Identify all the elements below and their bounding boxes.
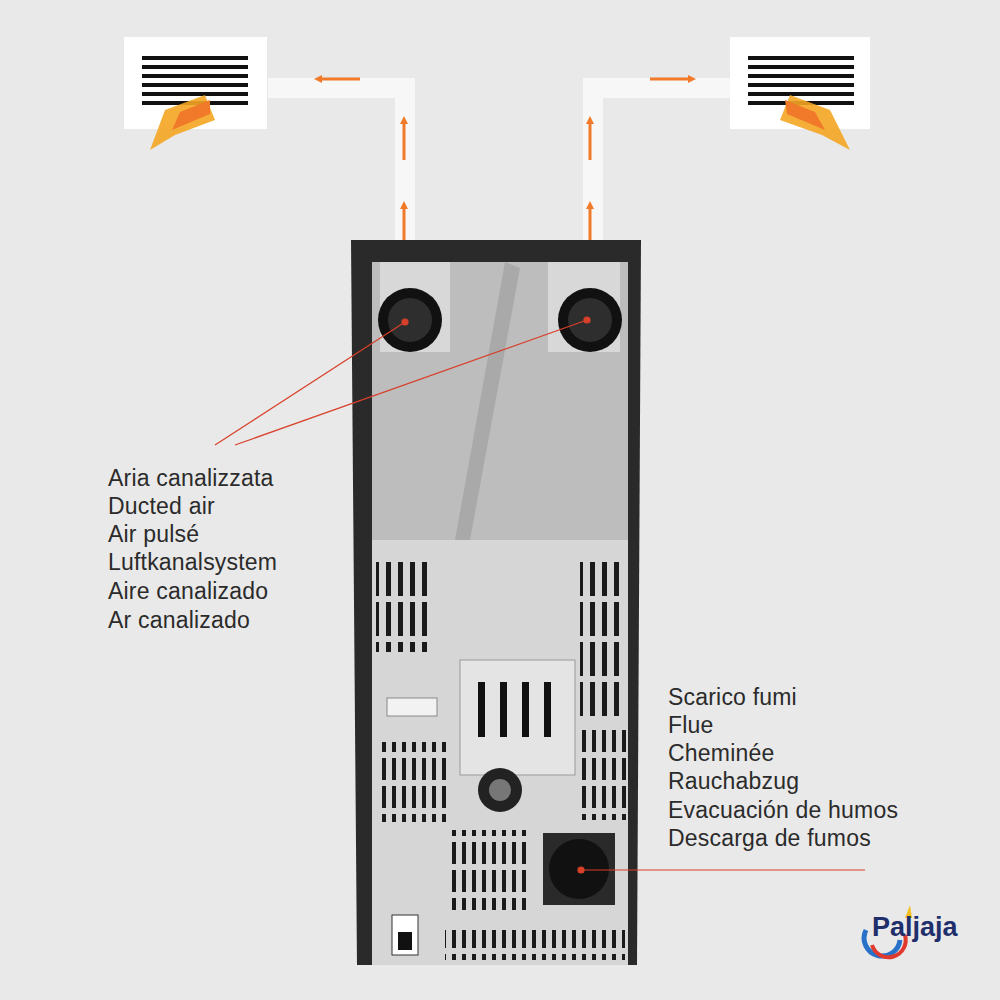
leader-line — [215, 317, 865, 873]
callout-label: Cheminée — [668, 739, 774, 767]
callout-label: Evacuación de humos — [668, 796, 898, 824]
duct-outlet — [378, 288, 622, 352]
callout-label: Air pulsé — [108, 520, 199, 548]
callout-label: Descarga de fumos — [668, 824, 871, 852]
air-vent — [730, 37, 870, 150]
callout-label: Luftkanalsystem — [108, 548, 277, 576]
callout-label: Aire canalizado — [108, 577, 268, 605]
stove-body — [351, 240, 641, 965]
callout-label: Aria canalizzata — [108, 464, 274, 492]
watermark: Paljaja — [872, 912, 958, 943]
callout-label: Ar canalizado — [108, 606, 250, 634]
air-vent — [124, 37, 267, 150]
callout-label: Flue — [668, 711, 714, 739]
callout-label: Scarico fumi — [668, 683, 797, 711]
callout-label: Ducted air — [108, 492, 215, 520]
callout-label: Rauchabzug — [668, 767, 799, 795]
airflow-arrow — [318, 79, 692, 240]
